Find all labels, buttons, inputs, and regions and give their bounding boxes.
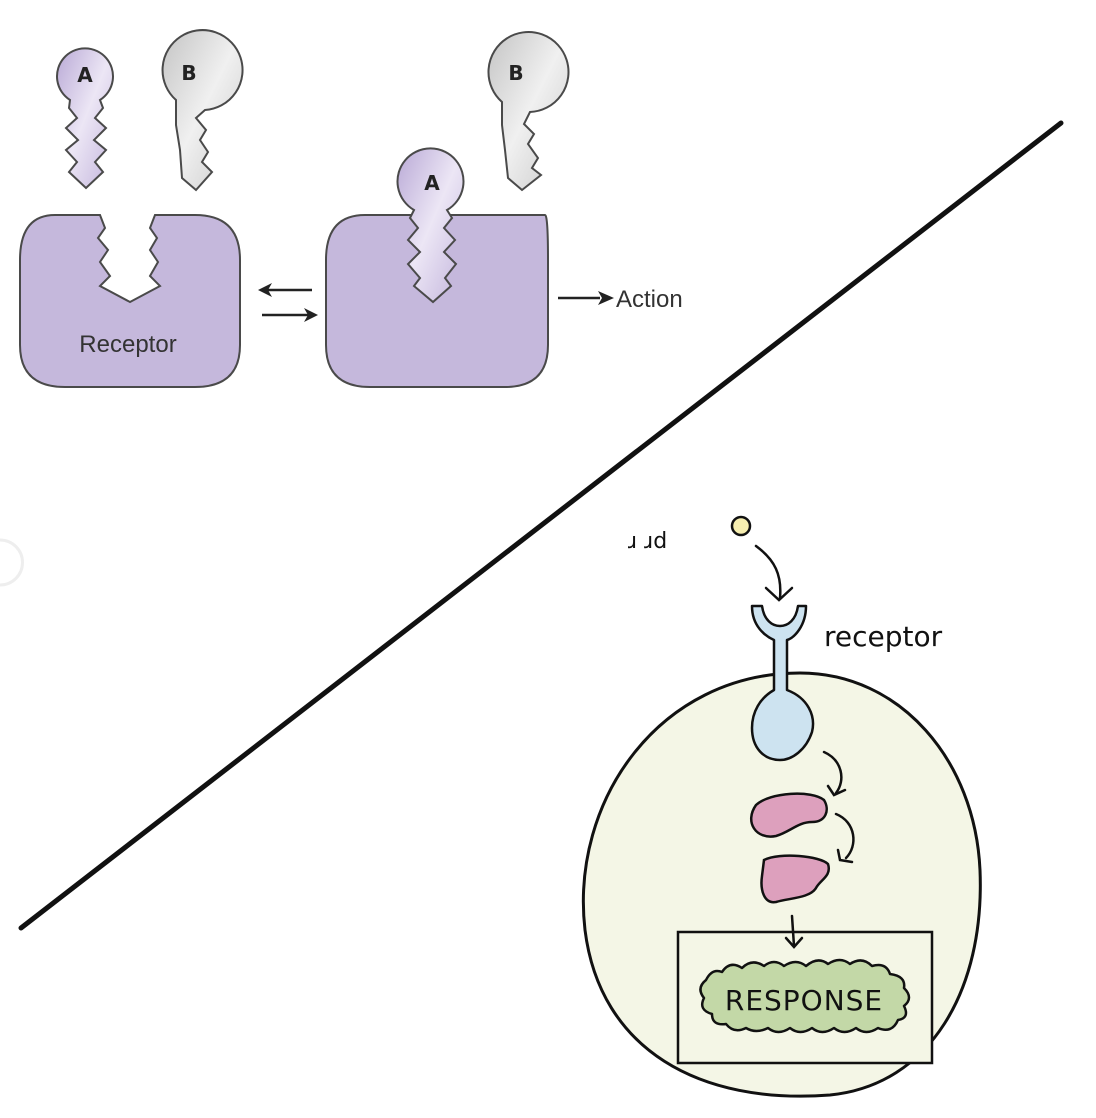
- receptor-label: Receptor: [79, 331, 176, 358]
- response-label: RESPONSE: [725, 984, 883, 1017]
- receptor-bound: [325, 214, 549, 388]
- receptor-empty: Receptor: [19, 214, 241, 388]
- diagonal-divider: [18, 120, 1064, 931]
- signal-arrow-1: [822, 750, 847, 797]
- ligand-binding-arrow: [754, 544, 794, 602]
- action-label: Action: [616, 286, 683, 313]
- signaling-protein-2: [760, 854, 831, 904]
- signal-arrow-2: [834, 812, 855, 864]
- bound-ligand-label: A: [424, 171, 440, 195]
- response-arrow: [784, 914, 804, 949]
- ligand-b-free-key: B: [487, 31, 570, 192]
- equilibrium-arrows: [258, 283, 318, 322]
- response-burst: [699, 958, 911, 1034]
- receptor-handwritten-label: receptor: [824, 620, 943, 653]
- ligand-a-label: A: [77, 63, 93, 87]
- ligand-b-key: B: [161, 29, 244, 192]
- free-ligand-label: B: [508, 61, 523, 85]
- edge-artifact: [0, 538, 24, 587]
- ligand-a-bound-key: A: [396, 147, 465, 304]
- signaling-protein-1: [750, 792, 828, 838]
- ligand-a-key: A: [56, 47, 114, 190]
- ligand-b-label: B: [181, 61, 196, 85]
- ligand-label-partial: ɹ ɹd: [628, 529, 667, 554]
- ligand-dot: [730, 515, 752, 537]
- action-arrow: Action: [558, 286, 683, 313]
- membrane-receptor: [750, 604, 815, 762]
